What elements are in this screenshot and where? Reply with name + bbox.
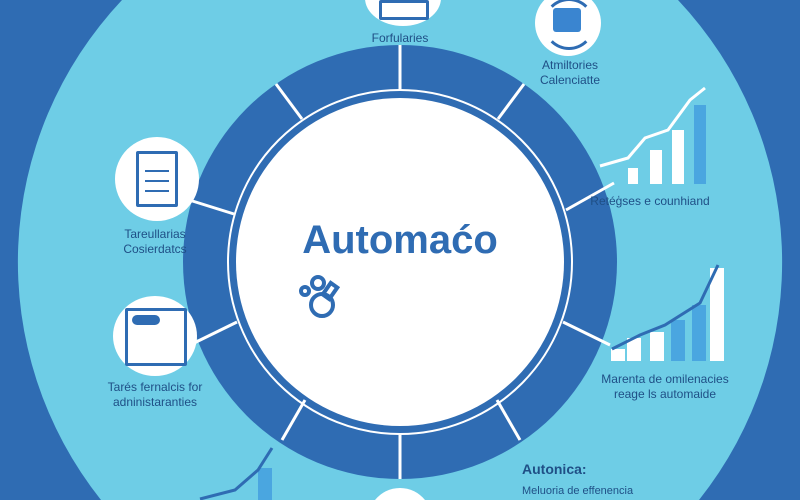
center-circle	[236, 98, 564, 426]
sync-calendar-icon	[535, 0, 601, 56]
item-label-forms: Forfularies	[371, 31, 429, 45]
center-title: Automaćo	[302, 218, 498, 262]
item-label-maintenance: Marenta de omilenacies reage ls automaid…	[601, 372, 729, 401]
callout-text: Meluoria de effenencia	[522, 485, 634, 497]
growth-chart-top-right	[599, 86, 706, 184]
segment-dividers	[185, 45, 615, 479]
outer-dark-corner-left	[0, 0, 122, 500]
item-label-calendar: Atmiltories Calenciatte	[539, 58, 601, 87]
item-label-admin: Tarés fernalcis for adninistaranties	[107, 380, 203, 409]
growth-chart-right	[611, 264, 724, 361]
outer-dark-corner-right	[678, 0, 800, 500]
item-label-tasks: Tareullarias Cosierdatcs	[123, 227, 187, 256]
bottom-icon-circle	[375, 487, 425, 500]
document-list-icon	[115, 137, 199, 221]
callout-heading: Autonica:	[522, 461, 587, 477]
gear-icon	[299, 275, 341, 318]
admin-form-icon	[113, 296, 197, 376]
item-label-reports: Retéģses e counhiand	[590, 194, 710, 208]
growth-chart-bottom-left	[199, 447, 274, 500]
